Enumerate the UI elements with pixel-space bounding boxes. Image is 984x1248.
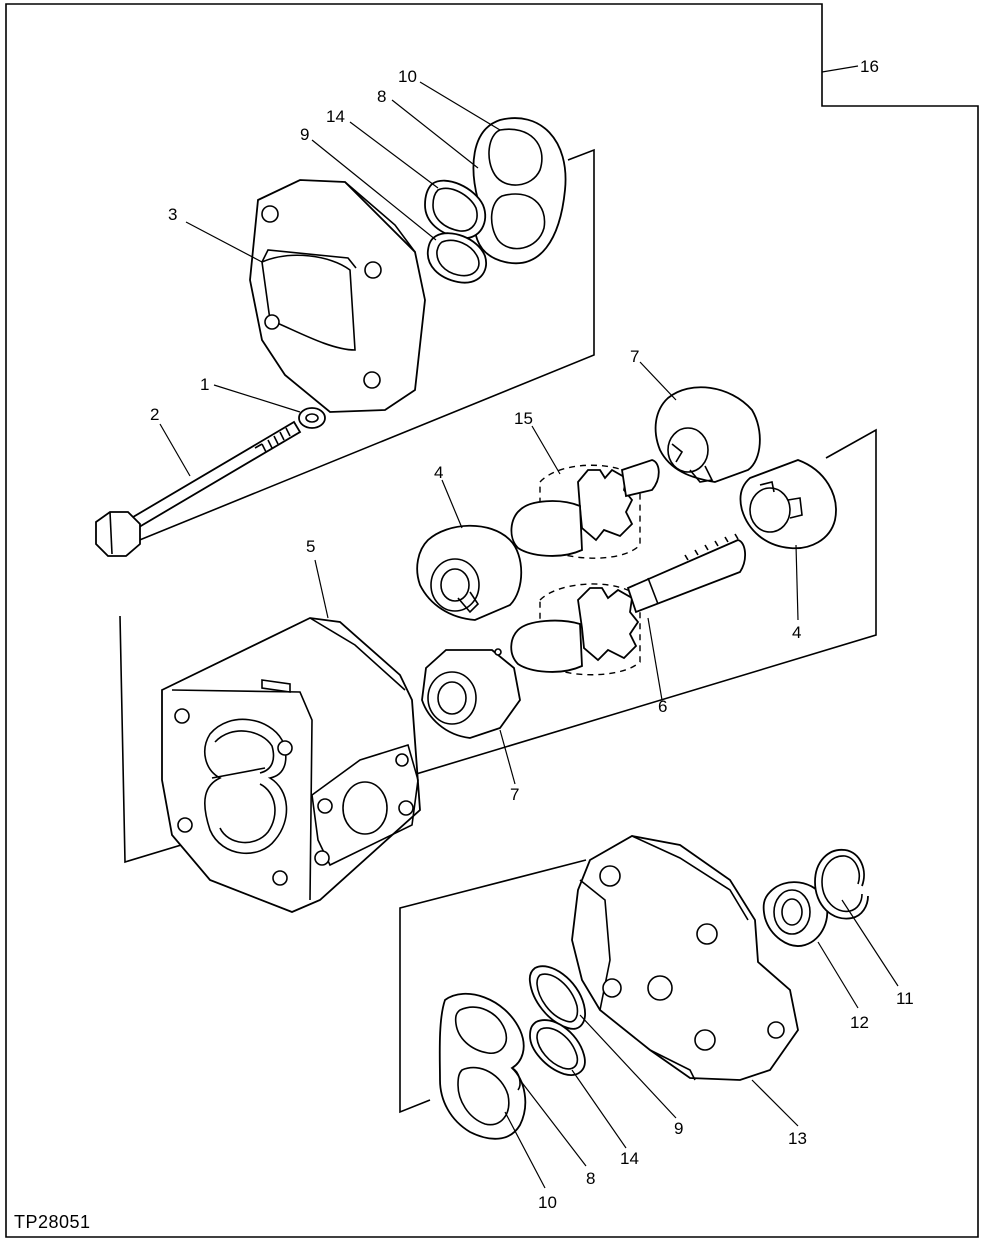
bolt-2 xyxy=(95,420,302,557)
end-cover-13 xyxy=(571,835,799,1081)
callout-3: 3 xyxy=(168,205,177,224)
figure-id: TP28051 xyxy=(14,1212,91,1232)
callout-14-top: 14 xyxy=(326,107,345,126)
callout-9-top: 9 xyxy=(300,125,309,144)
snap-ring-11 xyxy=(814,849,869,920)
leader-lines xyxy=(159,81,899,1189)
callout-2: 2 xyxy=(150,405,159,424)
callout-4-left: 4 xyxy=(434,463,443,482)
bearing-block-7-upper xyxy=(654,386,761,483)
callout-9-lower: 9 xyxy=(674,1119,683,1138)
cover-plate-3 xyxy=(249,179,426,413)
seal-14-lower xyxy=(529,1019,586,1076)
callout-1: 1 xyxy=(200,375,209,394)
callout-10-top: 10 xyxy=(398,67,417,86)
drive-gear-15 xyxy=(510,459,660,559)
callout-15: 15 xyxy=(514,409,533,428)
washer-1 xyxy=(298,407,326,429)
gasket-10-top xyxy=(472,117,567,265)
callout-6: 6 xyxy=(658,697,667,716)
callout-10-lower: 10 xyxy=(538,1193,557,1212)
bearing-block-4-right xyxy=(739,459,837,550)
bearing-block-7-lower xyxy=(421,648,521,739)
callout-16: 16 xyxy=(860,57,879,76)
bearing-block-4-left xyxy=(416,524,523,621)
callout-14-lower: 14 xyxy=(620,1149,639,1168)
shaft-seal-12 xyxy=(762,881,829,947)
group-bracket-top xyxy=(119,148,595,549)
shaft-gear-6 xyxy=(510,533,746,676)
callout-8-top: 8 xyxy=(377,87,386,106)
group-bracket-bottom xyxy=(399,859,587,1114)
group-bracket-middle xyxy=(119,428,877,864)
leader-16 xyxy=(821,65,859,73)
callout-8-lower: 8 xyxy=(586,1169,595,1188)
seal-9-lower xyxy=(528,965,586,1030)
callout-4-right: 4 xyxy=(792,623,801,642)
gasket-10-lower xyxy=(438,992,527,1140)
callout-12: 12 xyxy=(850,1013,869,1032)
callout-13: 13 xyxy=(788,1129,807,1148)
callout-7-upper: 7 xyxy=(630,347,639,366)
callout-11: 11 xyxy=(896,989,914,1008)
kit-border xyxy=(5,3,979,1238)
callout-5: 5 xyxy=(306,537,315,556)
callout-7-lower: 7 xyxy=(510,785,519,804)
pump-housing-5 xyxy=(161,617,421,913)
callouts: 16 10 8 14 9 3 1 2 7 15 4 5 4 6 7 11 12 … xyxy=(150,57,914,1212)
seal-9-top xyxy=(426,232,487,284)
